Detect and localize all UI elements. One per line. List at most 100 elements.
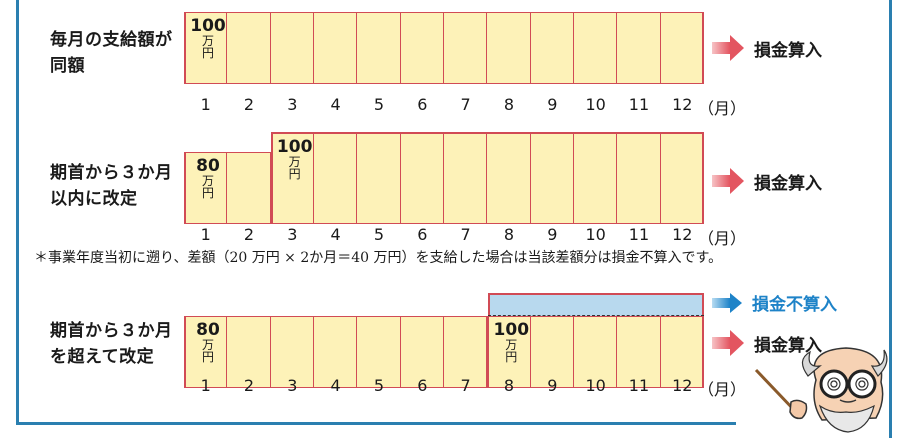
row2-month-cell: [400, 132, 444, 224]
beard: [818, 404, 875, 433]
row3-month-axis: 1 2 3 4 5 6 7 8 9 10 11 12 （月）: [184, 376, 746, 399]
row3-month-cell: [357, 316, 401, 388]
unit-man: 万: [201, 174, 214, 188]
row2-month-cell: [357, 132, 401, 224]
row2-month-cell: [573, 132, 618, 224]
row2-label: 期首から３か月 以内に改定: [50, 160, 190, 212]
month-label: 5: [373, 95, 385, 114]
arrow-right-icon: [712, 42, 730, 54]
row1-month-cell: [530, 12, 574, 84]
month-label: 12: [672, 95, 693, 114]
arrow-head-icon: [730, 292, 742, 313]
row3-arrow: 損金算入: [712, 330, 822, 356]
row3-bar: 80 万 円 100 万 円: [184, 316, 704, 388]
month-label: 5: [373, 225, 385, 244]
row3-label: 期首から３か月 を超えて改定: [50, 318, 190, 370]
month-label: 11: [628, 376, 650, 395]
arrow-head-icon: [730, 330, 744, 356]
row2-month-cell: [530, 132, 574, 224]
month-label: 10: [585, 225, 606, 244]
month-label: 7: [460, 225, 471, 244]
frame-right-border: [889, 0, 892, 438]
arrow-head-icon: [730, 35, 744, 61]
nondeductible-dashed-line: [488, 315, 704, 316]
row3-month-cell: [313, 316, 358, 388]
row1-month-cell: [227, 12, 271, 84]
row1-label-line1: 毎月の支給額が: [50, 30, 173, 50]
row1-arrow-label: 損金算入: [754, 40, 822, 61]
left-glasses-icon: [819, 369, 849, 399]
row1-month-cell: [617, 12, 661, 84]
row1-bar: 100 万 円: [184, 12, 704, 84]
row1-label: 毎月の支給額が 同額: [50, 27, 190, 79]
month-label: 6: [417, 95, 428, 114]
month-label: 1: [200, 376, 211, 395]
row3-month-cell: [227, 316, 271, 388]
unit-yen: 円: [288, 167, 301, 181]
row2-label-line2: 以内に改定: [50, 189, 138, 209]
row3-arrow-label: 損金算入: [754, 335, 822, 356]
row1-month-cell: [400, 12, 444, 84]
month-label: 8: [503, 376, 515, 395]
row2-month-cell: [313, 132, 358, 224]
row3-month-cell: [573, 316, 618, 388]
row2-month-cell: 80 万 円: [184, 152, 228, 224]
row2-month-cell: [443, 132, 488, 224]
row2-arrow: 損金算入: [712, 168, 822, 194]
row3-month-cell: 80 万 円: [184, 316, 228, 388]
row3-amount-start: 80 万 円: [190, 321, 226, 363]
row1-month-cell: [357, 12, 401, 84]
month-label: 3: [287, 225, 298, 244]
row2-month-cell: [617, 132, 661, 224]
row3-label-line1: 期首から３か月: [50, 321, 173, 341]
month-label: 7: [460, 95, 471, 114]
row2-month-axis: 1 2 3 4 5 6 7 8 9 10 11 12 （月）: [184, 225, 746, 248]
pointer-stick: [754, 368, 798, 414]
row3-month-cell: [660, 316, 704, 388]
month-label: 8: [503, 95, 515, 114]
row1-month-axis: 1 2 3 4 5 6 7 8 9 10 11 12 （月）: [184, 95, 746, 118]
row1-amount-unit-man: 万: [201, 34, 214, 48]
row1-month-cell: [270, 12, 314, 84]
row1-month-cell: [573, 12, 618, 84]
arrow-head-icon: [730, 168, 744, 194]
month-label: 3: [287, 95, 298, 114]
hand: [789, 399, 808, 420]
row3-arrow-nondeductible: 損金不算入: [712, 290, 837, 315]
month-label: 1: [200, 225, 211, 244]
row3-month-cell: [400, 316, 444, 388]
professor-illustration: [754, 347, 888, 433]
month-label: 9: [547, 95, 558, 114]
row2-month-cell: [227, 152, 271, 224]
month-label: 5: [373, 376, 385, 395]
unit-man: 万: [288, 155, 301, 169]
month-label: 4: [330, 95, 341, 114]
row1-amount: 100 万 円: [190, 17, 226, 59]
unit-man: 万: [505, 338, 518, 352]
row2-month-cell: [660, 132, 704, 224]
row1-month-cell: [313, 12, 358, 84]
row2-amount-start: 80 万 円: [190, 157, 226, 199]
row1-arrow: 損金算入: [712, 35, 822, 61]
row1-month-cell: [443, 12, 488, 84]
frame-bottom-border: [16, 422, 736, 425]
row3-amount-changed: 100 万 円: [493, 321, 530, 363]
month-unit-label: （月）: [697, 380, 746, 399]
row2-bar: 80 万 円 100 万 円: [184, 132, 704, 224]
month-label: 11: [628, 225, 650, 244]
row1-amount-value: 100: [190, 16, 226, 36]
month-label: 12: [672, 376, 693, 395]
unit-man: 万: [201, 338, 214, 352]
row1-amount-unit-yen: 円: [201, 46, 214, 60]
unit-yen: 円: [201, 350, 214, 364]
month-label: 9: [547, 225, 558, 244]
month-label: 9: [547, 376, 558, 395]
footnote: ＊事業年度当初に遡り、差額（20 万円 × 2か月＝40 万円）を支給した場合は…: [34, 250, 723, 266]
month-label: 2: [243, 376, 255, 395]
month-label: 11: [628, 95, 650, 114]
row3-amount-start-value: 80: [196, 320, 220, 340]
row1-month-cell: [487, 12, 531, 84]
row2-label-line1: 期首から３か月: [50, 163, 173, 183]
month-unit-label: （月）: [697, 229, 746, 248]
month-label: 8: [503, 225, 515, 244]
